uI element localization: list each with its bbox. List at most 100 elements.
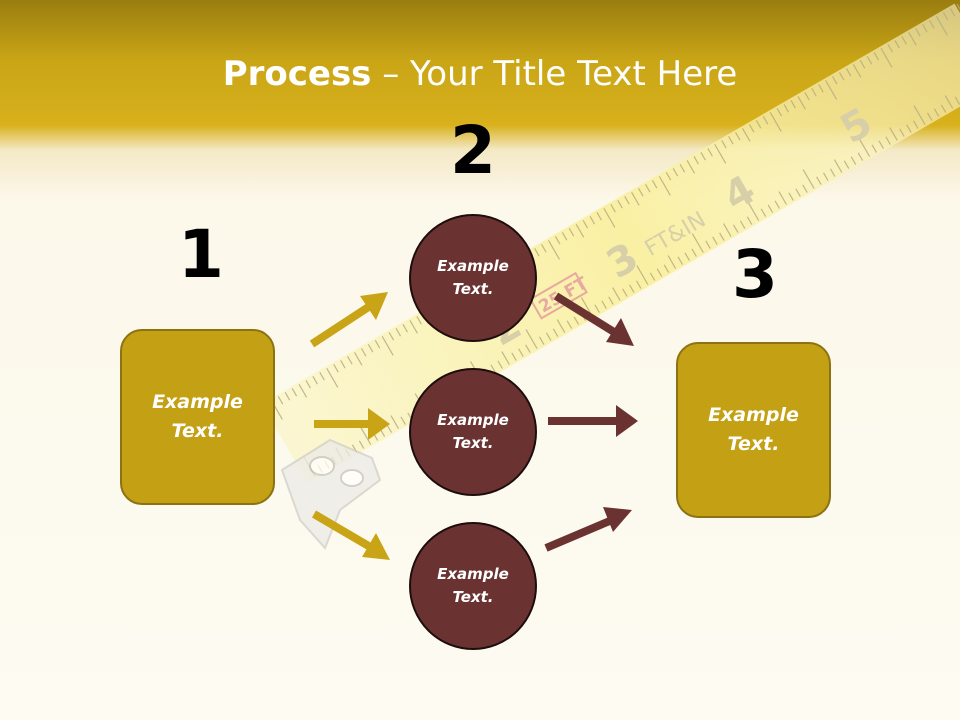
tape-tick (741, 128, 751, 142)
tape-tick (838, 72, 845, 81)
tape-tick (804, 92, 810, 101)
tape-tick (859, 60, 866, 69)
tape-tick (928, 20, 935, 29)
tape-tick (935, 16, 948, 36)
circle-text: Example Text. (437, 411, 509, 452)
tape-tick (534, 248, 540, 257)
tape-tick (656, 268, 663, 277)
tape-tick (497, 360, 503, 369)
tape-tick (610, 204, 616, 213)
tape-tick (926, 112, 933, 121)
tape-tick (409, 320, 418, 334)
tape-tick (277, 396, 284, 405)
tape-tick (747, 201, 760, 221)
tape-tick (624, 196, 630, 205)
tape-tick (601, 300, 607, 309)
tape-tick (298, 384, 308, 398)
tape-tick (388, 332, 395, 341)
tape-tick (359, 425, 372, 445)
tape-tick (582, 220, 589, 229)
tape-tick (631, 192, 640, 206)
tape-tick (663, 264, 670, 273)
tape-tick (788, 192, 794, 201)
tape-tick (608, 296, 614, 305)
tape-tick (573, 316, 580, 325)
tape-tick (568, 228, 575, 237)
tape-tick (790, 100, 796, 109)
tape-tick (797, 96, 806, 110)
tape-tick (658, 176, 671, 196)
tape-tick (845, 68, 852, 77)
tape-tick (649, 272, 656, 281)
tape-tick (940, 104, 947, 113)
tape-tick (894, 40, 900, 49)
tape-tick (679, 164, 686, 173)
tape-tick (748, 124, 755, 133)
tape-tick (360, 348, 367, 357)
tape-tick (518, 348, 524, 357)
tape-tick (714, 144, 727, 164)
tape-tick (823, 172, 829, 181)
tape-tick (746, 216, 753, 225)
tape-tick (589, 216, 596, 225)
tape-tick (367, 344, 374, 353)
tape-tick (416, 316, 422, 325)
tape-tick (707, 148, 713, 157)
tape-tick (922, 24, 928, 33)
tape-tick (889, 127, 898, 141)
tape-tick (719, 232, 725, 241)
tape-tick (552, 328, 559, 337)
tape-tick (802, 169, 815, 189)
tape-tick (843, 160, 850, 169)
tape-tick (390, 415, 399, 429)
step-1-text: Example Text. (152, 391, 243, 442)
tape-tick (538, 336, 545, 345)
title-rest: – Your Title Text Here (371, 54, 738, 94)
tape-tick (374, 340, 381, 349)
tape-tick (776, 108, 783, 117)
tape-tick (901, 36, 907, 45)
tape-tick (857, 152, 864, 161)
tape-tick (705, 240, 711, 249)
step-number-1: 1 (178, 216, 224, 293)
tape-tick (942, 12, 949, 21)
tape-tick (629, 284, 635, 293)
tape-tick (347, 356, 353, 365)
tape-tick (723, 223, 732, 237)
tape-tick (319, 372, 325, 381)
tape-tick (667, 255, 677, 269)
tape-tick (525, 344, 531, 353)
step-3-text: Example Text. (708, 404, 799, 455)
tape-tick (541, 244, 547, 253)
tape-tick (617, 200, 623, 209)
tape-tick (402, 324, 408, 333)
tape-tick (755, 120, 762, 129)
tape-tick (762, 116, 769, 125)
tape-tick (871, 144, 878, 153)
tape-tick (636, 265, 649, 285)
tape-tick (829, 168, 836, 177)
tape-tick (333, 364, 339, 373)
tape-tick (684, 252, 690, 261)
tape-tick (899, 128, 905, 137)
title-bold: Process (222, 54, 372, 94)
tape-tick (908, 32, 917, 46)
tape-tick (760, 208, 767, 217)
tape-tick (561, 232, 568, 241)
tape-tick (305, 380, 312, 389)
tape-tick (954, 96, 960, 105)
tape-tick (944, 95, 954, 109)
tape-tick (866, 56, 873, 65)
tape-tick (596, 212, 602, 221)
arrow-right-icon (309, 292, 388, 348)
arrow-right-icon (311, 510, 390, 560)
tape-tick (739, 220, 746, 229)
step-3-box: Example Text. (676, 342, 831, 518)
tape-tick (603, 208, 616, 228)
tape-tick (501, 351, 510, 365)
tape-tick (525, 329, 538, 349)
tape-tick (326, 368, 339, 388)
